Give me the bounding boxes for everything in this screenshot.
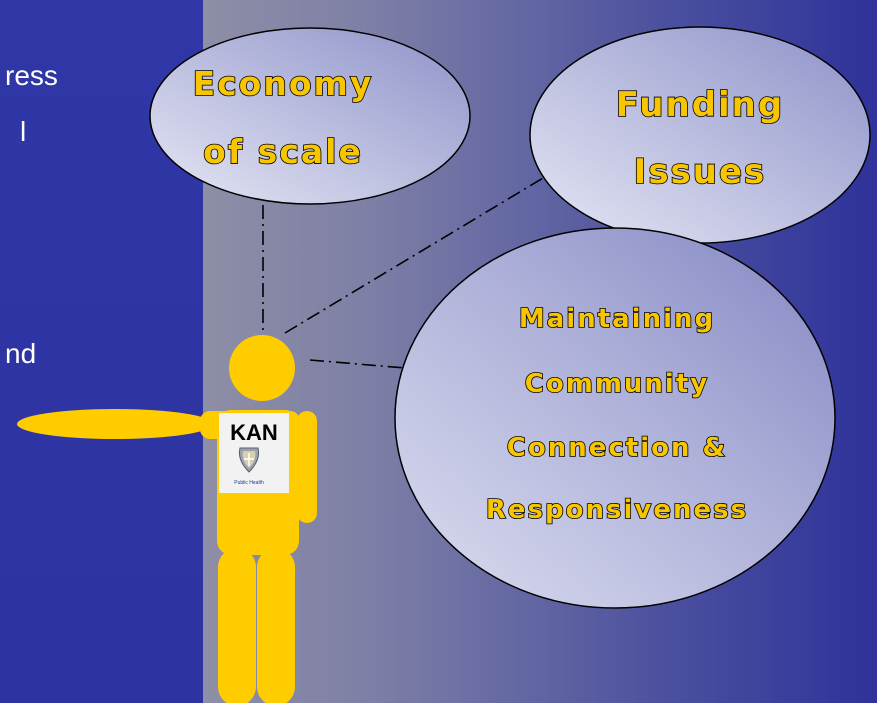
economy-line-1: Economy (193, 64, 374, 103)
figure-right-leg (257, 548, 295, 703)
bubble-maintaining (394, 227, 836, 609)
funding-line-2: Issues (634, 152, 767, 192)
shield-icon (238, 447, 260, 473)
maintaining-line-2: Community (525, 369, 709, 399)
person-figure (17, 335, 317, 703)
figure-right-arm (297, 411, 317, 523)
maintaining-line-4: Responsiveness (486, 495, 748, 525)
connector-maintaining (309, 359, 406, 369)
shirt-label: KAN (230, 420, 278, 445)
funding-line-1: Funding (616, 85, 784, 125)
left-text-fragment-2: l (20, 116, 27, 147)
bubble-economy (149, 27, 471, 205)
maintaining-line-3: Connection & (507, 433, 727, 463)
figure-pointing-arm (17, 409, 213, 439)
left-text-fragment-3: nd (5, 338, 37, 369)
figure-left-leg (218, 548, 256, 703)
maintaining-line-1: Maintaining (519, 304, 715, 334)
figure-head (229, 335, 295, 401)
badge-text: Public Health (234, 480, 264, 486)
left-text-fragment-1: ress (5, 60, 58, 91)
economy-line-2: of scale (203, 132, 363, 171)
bubble-funding (529, 26, 871, 244)
